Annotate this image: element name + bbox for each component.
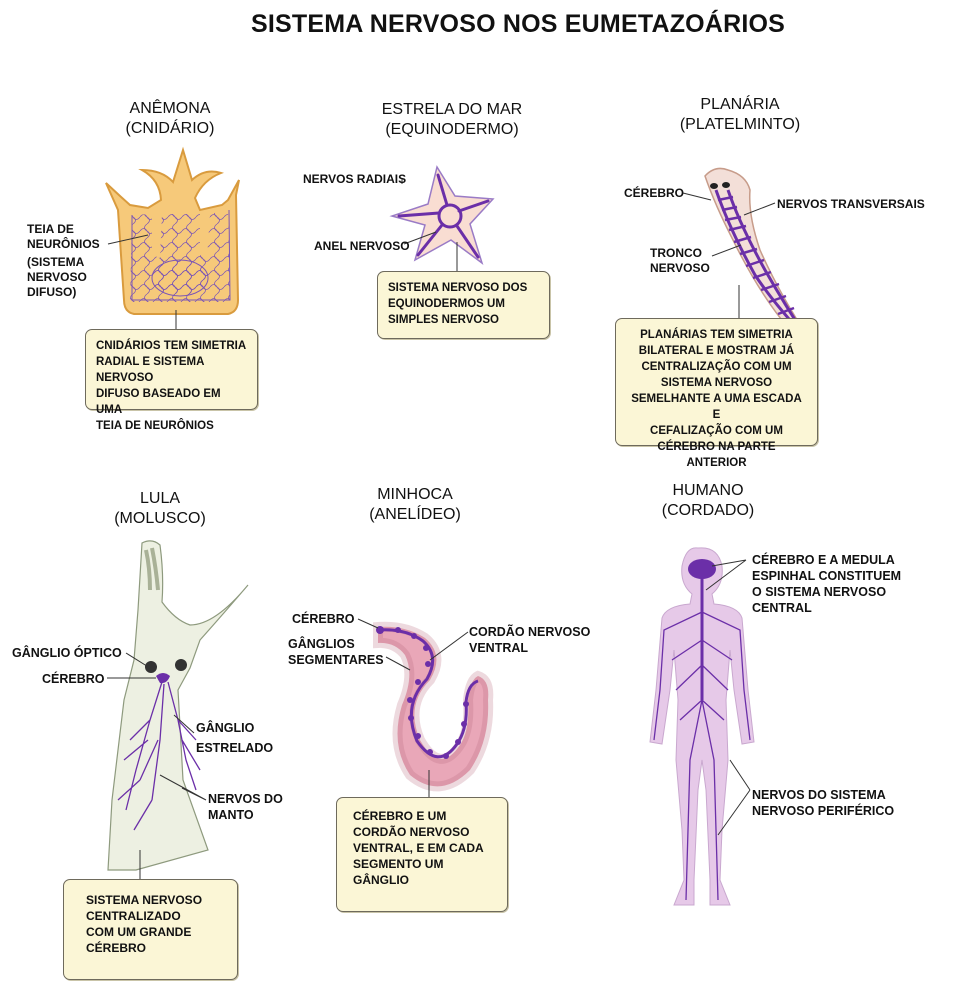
label-cordao-nervoso: CORDÃO NERVOSO VENTRAL [469,625,591,655]
label-anel-nervoso: ANEL NERVOSO [314,239,410,253]
earthworm-drawing [373,621,494,792]
starfish-drawing [389,165,495,265]
anemone-drawing [105,146,240,315]
leader-optico [125,652,151,669]
label-teia-neuronios: TEIA DE NEURÔNIOS (SISTEMA NERVOSO DIFUS… [27,222,100,299]
leader-cordao [429,631,469,661]
label-nervos-transversais: NERVOS TRANSVERSAIS [777,197,925,211]
heading-anemona: ANÊMONA (CNIDÁRIO) [125,100,215,137]
leader-periferico [717,759,751,836]
leader-teia [107,234,149,245]
label-sistema-periferico: NERVOS DO SISTEMA NERVOSO PERIFÉRICO [752,788,895,818]
heading-minhoca: MINHOCA (ANELÍDEO) [369,486,461,523]
planaria-drawing [704,167,812,342]
human-drawing [649,547,755,906]
heading-planaria: PLANÁRIA (PLATELMINTO) [679,96,801,133]
leader-plan-cerebro [682,192,712,201]
leader-ganglios [385,656,411,671]
leader-central [705,559,747,591]
page-title: SISTEMA NERVOSO NOS EUMETAZOÁRIOS [251,10,785,38]
leader-manto [159,774,207,801]
leader-minhoca-cerebro [357,618,379,629]
leader-transversais [743,202,776,216]
label-ganglios-segmentares: GÂNGLIOS SEGMENTARES [288,637,384,667]
label-ganglio-estrelado: GÂNGLIO ESTRELADO [196,721,274,755]
note-box-planaria: PLANÁRIAS TEM SIMETRIA BILATERAL E MOSTR… [615,318,818,469]
leader-anel [403,231,437,245]
label-minhoca-cerebro: CÉREBRO [292,612,355,626]
label-tronco-nervoso: TRONCO NERVOSO [650,246,710,275]
label-planaria-cerebro: CÉREBRO [624,186,685,200]
leader-estrelado [173,714,195,734]
label-lula-cerebro: CÉREBRO [42,672,105,686]
label-sistema-central: CÉREBRO E A MEDULA ESPINHAL CONSTITUEM O… [752,553,902,615]
heading-estrela: ESTRELA DO MAR (EQUINODERMO) [381,101,523,138]
label-nervos-radiais: NERVOS RADIAIS [303,172,407,186]
squid-drawing [107,540,249,871]
label-ganglio-optico: GÂNGLIO ÓPTICO [12,646,122,660]
note-box-anemona: CNIDÁRIOS TEM SIMETRIA RADIAL E SISTEMA … [85,329,258,432]
note-box-lula: SISTEMA NERVOSO CENTRALIZADO COM UM GRAN… [63,879,238,980]
leader-tronco [711,244,742,257]
note-box-estrela: SISTEMA NERVOSO DOS EQUINODERMOS UM SIMP… [377,271,550,339]
heading-humano: HUMANO (CORDADO) [661,482,755,519]
note-box-minhoca: CÉREBRO E UM CORDÃO NERVOSO VENTRAL, E E… [336,797,508,912]
label-nervos-manto: NERVOS DO MANTO [208,792,283,822]
heading-lula: LULA (MOLUSCO) [114,490,206,527]
